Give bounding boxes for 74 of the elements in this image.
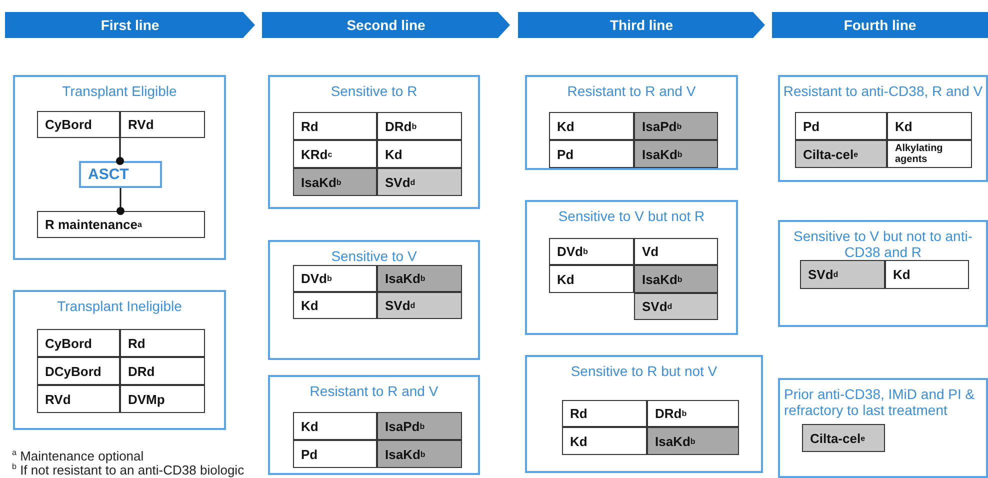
panel	[778, 75, 988, 182]
column-header: First line	[5, 12, 255, 38]
regimen-cell: CyBord	[37, 111, 120, 138]
regimen-cell: SVd$^{d}$	[377, 292, 462, 319]
panel-heading: Transplant Eligible	[61, 83, 178, 99]
regimen-cell: IsaKd$^{b}$	[293, 168, 377, 196]
regimen-cell: Kd	[293, 292, 377, 319]
connector-line	[116, 188, 124, 215]
regimen-cell: Kd	[885, 260, 969, 289]
panel	[525, 355, 763, 473]
column-header: Fourth line	[772, 12, 988, 38]
procedure-box: ASCT	[79, 161, 162, 188]
regimen-cell: R maintenance$^{a}$	[37, 211, 205, 238]
panel	[525, 75, 738, 170]
panel-heading: Sensitive to V but not R	[557, 208, 706, 224]
panel	[13, 75, 226, 260]
regimen-cell: SVd$^{d}$	[377, 168, 462, 196]
connector-line	[116, 138, 124, 165]
regimen-cell: Rd	[120, 329, 205, 357]
column-header: Second line	[262, 12, 510, 38]
panel-heading: Transplant Ineligible	[56, 298, 183, 314]
regimen-cell: DCyBord	[37, 357, 120, 385]
regimen-cell: Alkylating agents	[887, 140, 972, 168]
regimen-cell: RVd	[120, 111, 205, 138]
regimen-cell: KRd$^{c}$	[293, 140, 377, 168]
regimen-cell: Rd	[293, 112, 377, 140]
panel	[778, 378, 988, 478]
regimen-cell: CyBord	[37, 329, 120, 357]
regimen-cell: DVd$^{b}$	[293, 265, 377, 292]
footnote: $^{b}$ If not resistant to an anti-CD38 biologic	[12, 462, 244, 478]
regimen-cell: IsaKd$^{b}$	[634, 140, 718, 168]
regimen-cell: RVd	[37, 385, 120, 413]
regimen-cell: Rd	[562, 400, 647, 427]
regimen-cell: DVd$^{b}$	[549, 238, 634, 265]
panel-heading: Resistant to anti-CD38, R and V	[782, 83, 984, 99]
column-header: Third line	[518, 12, 765, 38]
panel	[268, 375, 480, 475]
panel	[13, 290, 226, 430]
panel-heading: Resistant to R and V	[308, 383, 440, 399]
regimen-cell: IsaPd$^{b}$	[377, 412, 462, 440]
regimen-cell: DRd	[120, 357, 205, 385]
regimen-cell: Kd	[562, 427, 647, 455]
regimen-cell: DVMp	[120, 385, 205, 413]
regimen-cell: Vd	[634, 238, 718, 265]
regimen-cell: IsaPd$^{b}$	[634, 112, 718, 140]
regimen-cell: Kd	[549, 265, 634, 293]
regimen-cell: IsaKd$^{b}$	[377, 440, 462, 468]
regimen-cell: IsaKd$^{b}$	[647, 427, 739, 455]
regimen-cell: DRd$^{b}$	[377, 112, 462, 140]
regimen-cell: Kd	[549, 112, 634, 140]
panel-heading: Sensitive to R but not V	[570, 363, 718, 379]
regimen-cell: Cilta-cel$^{e}$	[795, 140, 887, 168]
panel-heading: Resistant to R and V	[566, 83, 697, 99]
footnote: $^{a}$ Maintenance optional	[12, 448, 144, 464]
panel	[268, 75, 480, 209]
panel	[268, 240, 480, 360]
panel-heading: Sensitive to V	[330, 248, 418, 264]
regimen-cell: Pd	[293, 440, 377, 468]
regimen-cell: IsaKd$^{b}$	[377, 265, 462, 292]
panel	[525, 200, 738, 335]
regimen-cell: SVd$^{d}$	[800, 260, 885, 289]
regimen-cell: Kd	[887, 112, 972, 140]
regimen-cell: Kd	[293, 412, 377, 440]
regimen-cell: Kd	[377, 140, 462, 168]
regimen-cell: DRd$^{b}$	[647, 400, 739, 427]
regimen-cell: Pd	[795, 112, 887, 140]
panel-heading: Sensitive to V but not to anti-CD38 and R	[792, 228, 974, 260]
regimen-cell: SVd$^{d}$	[634, 293, 718, 320]
regimen-cell: Pd	[549, 140, 634, 168]
panel-heading: Sensitive to R	[330, 83, 418, 99]
panel	[778, 220, 988, 327]
panel-heading: Prior anti-CD38, IMiD and PI & refractory to last treatment	[784, 386, 976, 418]
regimen-cell: Cilta-cel$^{e}$	[802, 424, 885, 452]
regimen-cell: IsaKd$^{b}$	[634, 265, 718, 293]
